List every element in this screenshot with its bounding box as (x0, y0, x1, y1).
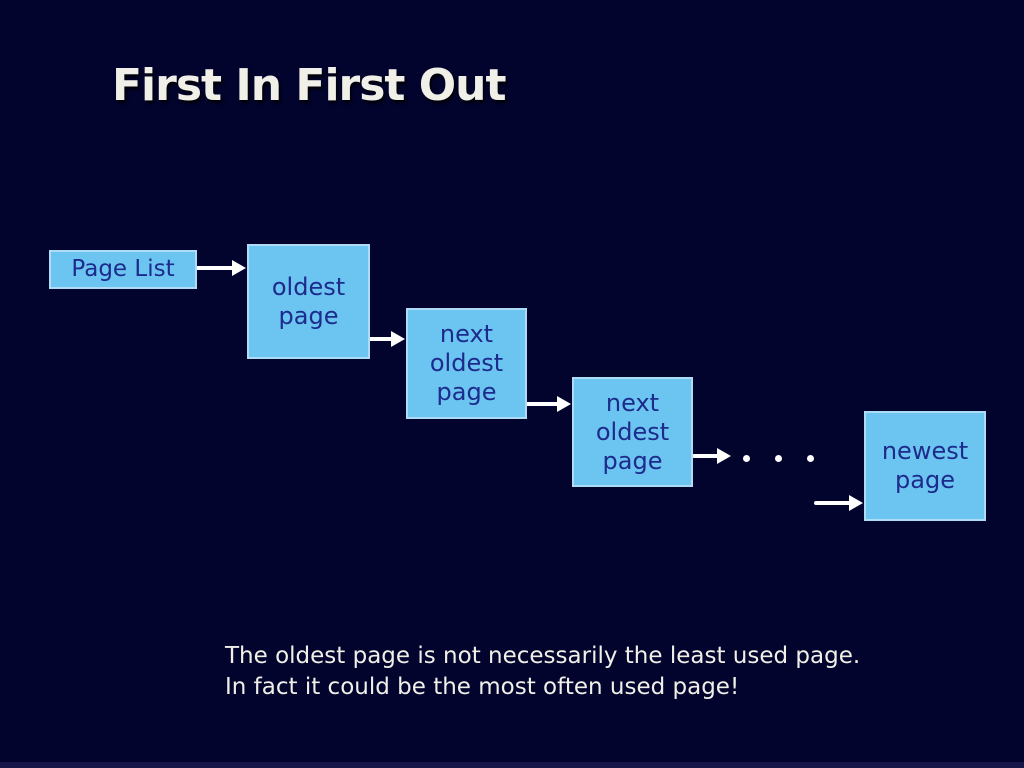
node-oldest-page: oldest page (247, 244, 370, 359)
arrow-oldest-to-next1 (368, 331, 405, 347)
ellipsis-dot (775, 455, 782, 462)
ellipsis-dots (743, 455, 814, 462)
arrow-pagelist-to-oldest (195, 260, 246, 276)
node-next-oldest-page-1: next oldest page (406, 308, 527, 419)
node-newest-page: newest page (864, 411, 986, 521)
slide-caption: The oldest page is not necessarily the l… (225, 641, 860, 703)
caption-line-1: The oldest page is not necessarily the l… (225, 643, 861, 669)
slide-title: First In First Out (112, 60, 507, 111)
arrow-ellipsis-to-newest (814, 495, 863, 511)
caption-line-2: In fact it could be the most often used … (225, 674, 740, 700)
node-next-oldest-page-2: next oldest page (572, 377, 693, 487)
node-page-list: Page List (49, 250, 197, 289)
slide-bottom-edge (0, 762, 1024, 768)
arrow-next2-to-ellipsis (692, 448, 731, 464)
ellipsis-dot (743, 455, 750, 462)
ellipsis-dot (807, 455, 814, 462)
arrow-next1-to-next2 (524, 396, 571, 412)
